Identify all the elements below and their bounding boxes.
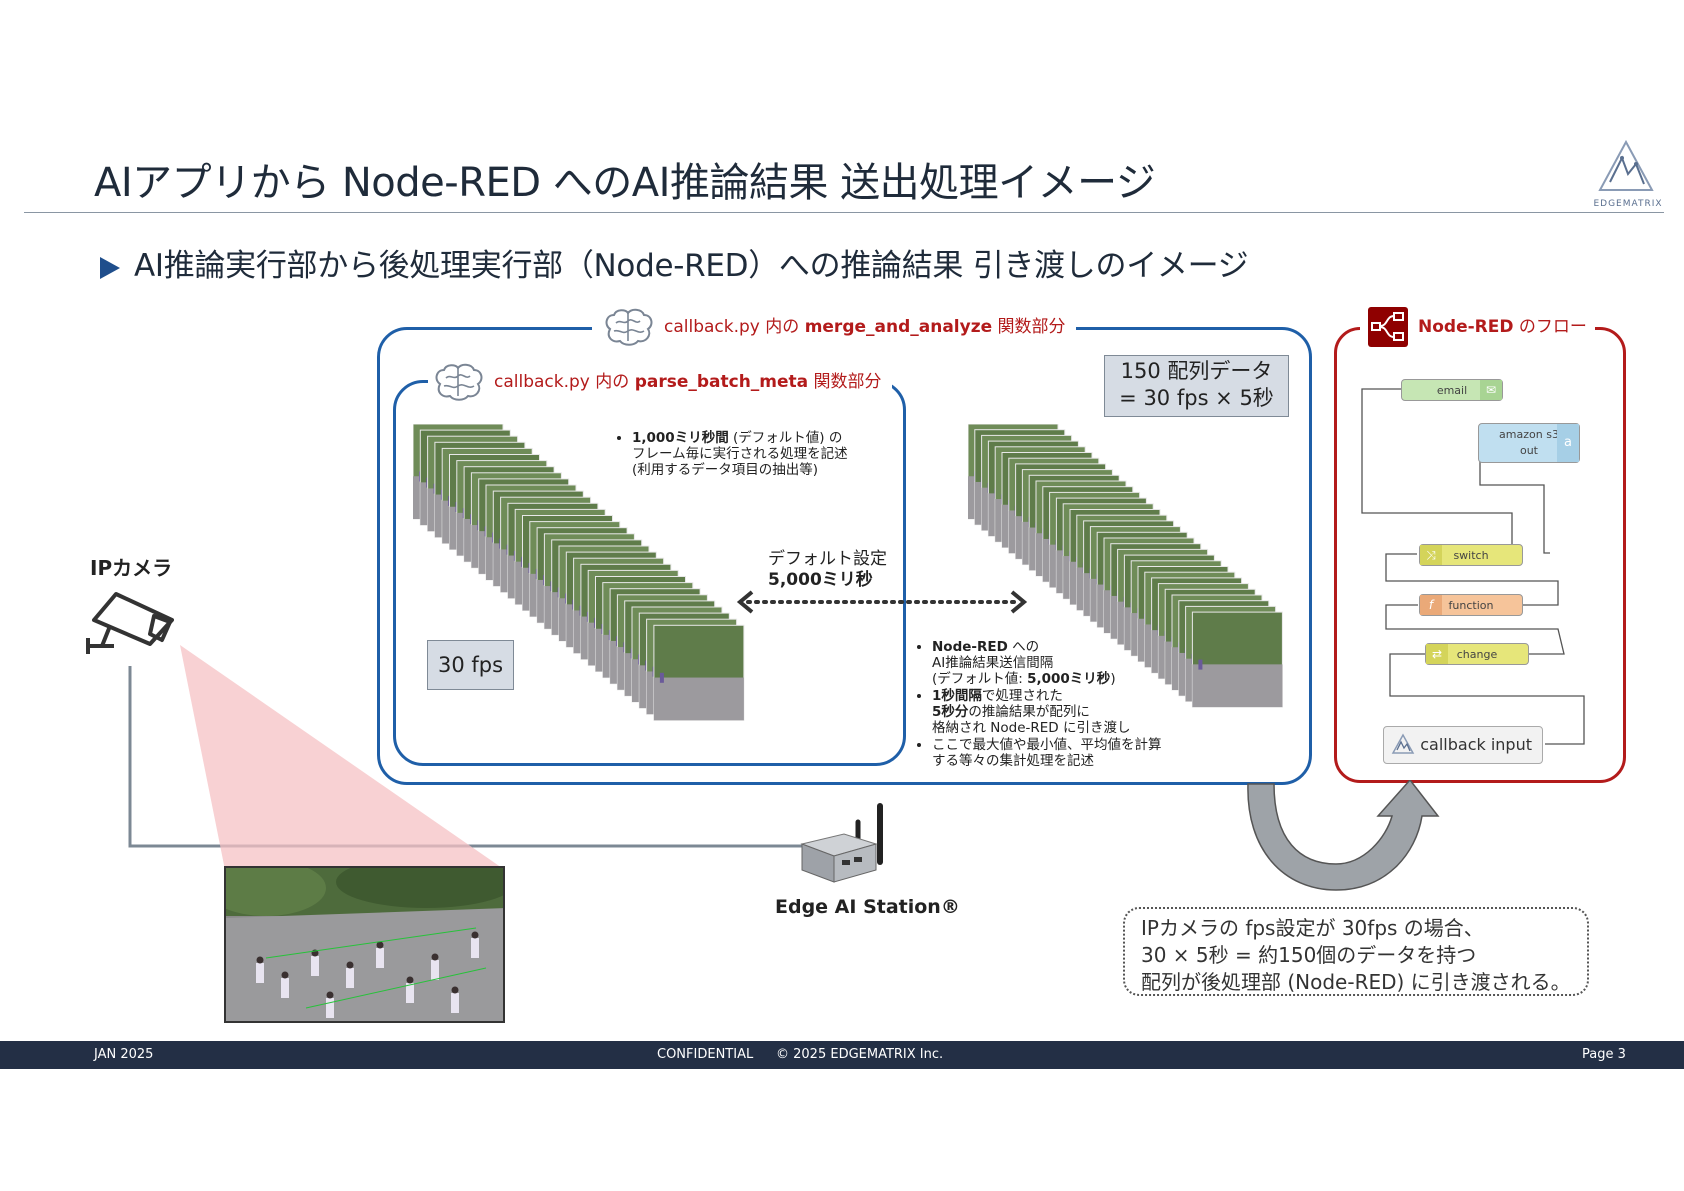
subtitle-text: AI推論実行部から後処理実行部（Node-RED）への推論結果 引き渡しのイメー… — [134, 248, 1248, 284]
camera-snapshot — [224, 866, 505, 1023]
array-data-box: 150 配列データ = 30 fps × 5秒 — [1104, 355, 1289, 417]
edgematrix-logo: EDGEMATRIX — [1592, 138, 1664, 210]
title-divider — [24, 212, 1664, 213]
node-email[interactable]: email ✉ — [1401, 379, 1503, 401]
parse-batch-meta-label: callback.py 内の parse_batch_meta 関数部分 — [428, 362, 892, 402]
switch-icon: ⤨ — [1420, 545, 1442, 565]
footer-page: Page 3 — [1582, 1047, 1626, 1062]
subtitle: AI推論実行部から後処理実行部（Node-RED）への推論結果 引き渡しのイメー… — [100, 240, 1248, 285]
node-change[interactable]: ⇄ change — [1425, 643, 1529, 665]
bullet-item: 1,000ミリ秒間 (デフォルト値) のフレーム毎に実行される処理を記述(利用す… — [632, 430, 870, 478]
node-callback-input[interactable]: callback input — [1383, 726, 1543, 764]
interval-label: デフォルト設定 5,000ミリ秒 — [768, 549, 887, 591]
amazon-icon: a — [1557, 424, 1579, 462]
security-camera-icon — [84, 586, 174, 658]
change-icon: ⇄ — [1426, 644, 1448, 664]
camera-view-cone — [175, 640, 510, 880]
function-icon: f — [1420, 595, 1442, 615]
bullet-triangle-icon — [100, 257, 120, 279]
footer-bar: JAN 2025 CONFIDENTIAL © 2025 EDGEMATRIX … — [0, 1041, 1684, 1069]
node-function[interactable]: f function — [1419, 594, 1523, 616]
merge-and-analyze-label: callback.py 内の merge_and_analyze 関数部分 — [592, 307, 1076, 347]
brain-icon — [432, 362, 484, 402]
inner-bullet-list: 1,000ミリ秒間 (デフォルト値) のフレーム毎に実行される処理を記述(利用す… — [610, 430, 870, 479]
logo-text: EDGEMATRIX — [1593, 199, 1662, 209]
footer-copyright: © 2025 EDGEMATRIX Inc. — [776, 1047, 943, 1062]
edge-ai-station-label: Edge AI Station® — [775, 896, 960, 918]
node-switch[interactable]: ⤨ switch — [1419, 544, 1523, 566]
fps-note: IPカメラの fps設定が 30fps の場合、 30 × 5秒 = 約150個… — [1123, 907, 1589, 996]
page-title: AIアプリから Node-RED へのAI推論結果 送出処理イメージ — [94, 150, 1155, 208]
edge-ai-station-icon — [798, 800, 894, 890]
footer-confidential: CONFIDENTIAL — [657, 1047, 753, 1062]
ip-camera-label: IPカメラ — [90, 552, 172, 581]
brain-icon — [602, 307, 654, 347]
node-amazon-s3-out[interactable]: amazon s3 out a — [1478, 423, 1580, 463]
edgematrix-node-icon — [1390, 733, 1416, 759]
footer-date: JAN 2025 — [94, 1047, 153, 1062]
email-icon: ✉ — [1480, 380, 1502, 400]
curved-arrow-icon — [1240, 780, 1460, 895]
